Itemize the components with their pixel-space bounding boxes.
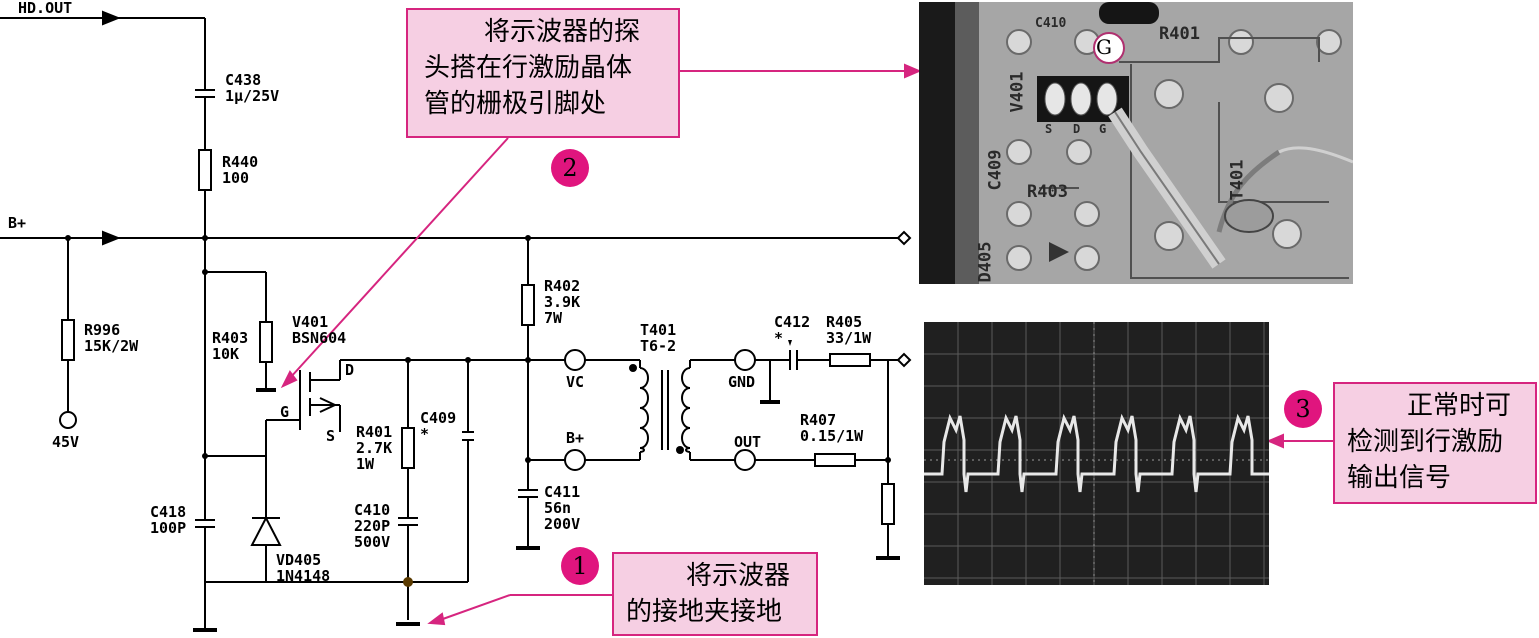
gnd-label: GND (728, 373, 756, 391)
v401-label: V401 BSN604 (292, 313, 347, 347)
pcb-v401-label: V401 (1007, 71, 1028, 113)
r440-label: R440 100 (222, 153, 259, 187)
bplus-main-label: B+ (8, 214, 27, 232)
vc-label: VC (566, 373, 585, 391)
c438-label: C438 1μ/25V (225, 71, 280, 105)
oscilloscope-waveform (924, 322, 1269, 585)
c411-label: C411 56n 200V (544, 483, 581, 533)
vd405-label: VD405 1N4148 (276, 551, 331, 585)
probe-callout: 将示波器的探 头搭在行激励晶体 管的栅极引脚处 (406, 8, 680, 138)
r996-label: R996 15K/2W (84, 321, 139, 355)
pin-s-label: S (326, 427, 336, 445)
oscilloscope-screen (924, 322, 1269, 585)
signal-callout: 正常时可 检测到行激励 输出信号 (1333, 382, 1537, 504)
pcb-s-label: S (1045, 122, 1053, 136)
bplus-t-label: B+ (566, 429, 585, 447)
pcb-d405-label: D405 (975, 241, 996, 283)
pcb-photo: C410 R401 V401 S D G G C409 R403 T401 D4… (919, 2, 1353, 284)
pin-g-label: G (280, 403, 290, 421)
signal-callout-line: 输出信号 (1347, 463, 1452, 493)
c418-label: C418 100P (150, 503, 187, 537)
out-label: OUT (734, 433, 762, 451)
pcb-d-label: D (1073, 122, 1081, 136)
probe-callout-line: 头搭在行激励晶体 (424, 53, 633, 83)
r401-label: R401 2.7K 1W (356, 423, 393, 473)
probe-callout-line: 管的栅极引脚处 (424, 89, 607, 119)
pin-d-label: D (345, 361, 355, 379)
c412-label: C412 * (774, 313, 811, 347)
r402-label: R402 3.9K 7W (544, 277, 581, 327)
pcb-g-label: G (1099, 122, 1107, 136)
step-badge-1: 1 (561, 547, 599, 585)
c410-label: C410 220P 500V (354, 501, 391, 551)
pcb-r401-label: R401 (1159, 24, 1200, 44)
pcb-c409-label: C409 (985, 149, 1006, 191)
pcb-t401-label: T401 (1227, 159, 1248, 201)
c409-label: C409 * (420, 409, 457, 443)
probe-callout-line: 将示波器的探 (484, 17, 641, 47)
signal-callout-line: 检测到行激励 (1347, 427, 1504, 457)
r407-label: R407 0.15/1W (800, 411, 864, 445)
pcb-photo-drawing (919, 2, 1353, 284)
step-badge-2: 2 (551, 149, 589, 187)
v45-label: 45V (52, 433, 80, 451)
pcb-r403-label: R403 (1027, 182, 1068, 202)
step-badge-3: 3 (1284, 390, 1322, 428)
t401-label: T401 T6-2 (640, 321, 677, 355)
signal-callout-line: 正常时可 (1407, 391, 1512, 421)
r403-label: R403 10K (212, 329, 249, 363)
ground-callout-line: 的接地夹接地 (626, 597, 783, 627)
pcb-c410-label: C410 (1035, 16, 1067, 31)
r405-label: R405 33/1W (826, 313, 872, 347)
pcb-gate-marker: G (1096, 35, 1112, 59)
hd-out-label: HD.OUT (18, 0, 73, 17)
ground-callout-line: 将示波器 (686, 561, 791, 591)
ground-callout: 将示波器 的接地夹接地 (612, 552, 818, 636)
